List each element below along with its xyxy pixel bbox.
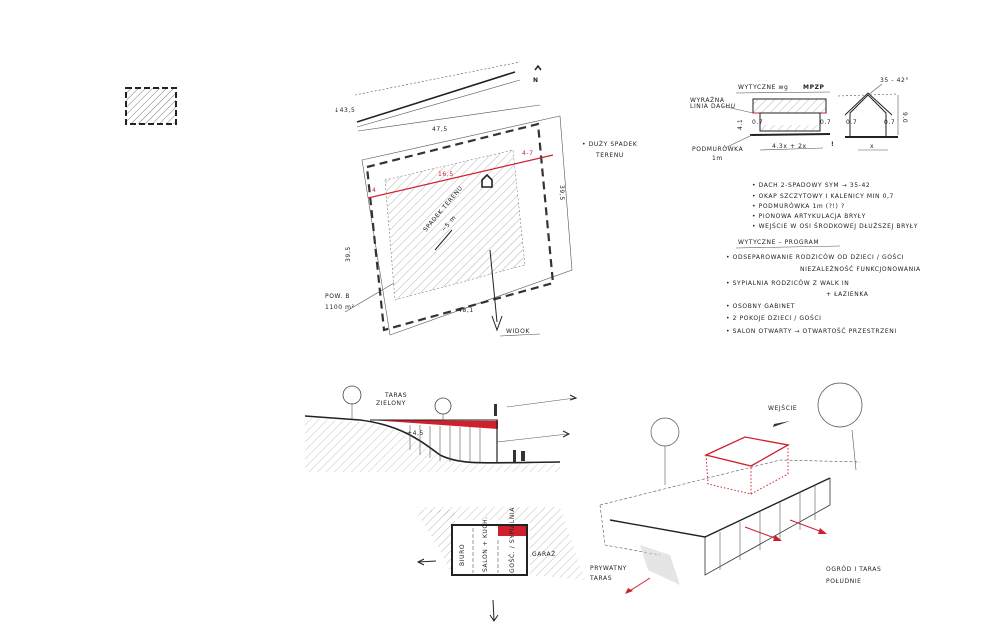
north-arrow-icon xyxy=(534,64,542,71)
plinth-label: PODMURÓWKA xyxy=(692,146,744,153)
garage-label: GARAŻ xyxy=(532,551,556,558)
guidelines-title-mpzp: MPZP xyxy=(803,84,825,91)
section-dimension: +4,5 xyxy=(407,430,424,437)
floor-plan-diagram: BIURO SALON + KUCH. GOŚĆ. / SYPIALNIA GA… xyxy=(415,507,585,622)
private-terrace-label-2: TARAS xyxy=(589,575,612,582)
program-item: • ODSEPAROWANIE RODZICÓW OD DZIECI / GOŚ… xyxy=(726,254,904,261)
exclaim-mark: ! xyxy=(831,141,834,148)
roof-line-label: WYRAŹNA xyxy=(690,96,725,104)
site-section: TARAS ZIELONY +4,5 xyxy=(304,385,578,472)
person-icon xyxy=(513,450,516,462)
site-boundary xyxy=(365,122,555,332)
site-plan: ↓43,5 N 47,5 39,5 39,5 48,1 4 16,5 4-7 S… xyxy=(325,61,638,337)
buildable-width: 16,5 xyxy=(438,171,454,178)
north-label: N xyxy=(533,77,539,84)
entrance-label: WEJŚCIE xyxy=(768,405,797,412)
total-height: 9.0 xyxy=(901,112,908,123)
road-line xyxy=(356,71,516,123)
roof-angle: 35 - 42° xyxy=(880,77,909,84)
bullet-item: • PODMURÓWKA 1m (?!) ? xyxy=(752,203,845,210)
program-item: • 2 POKOJE DZIECI / GOŚCI xyxy=(726,315,822,322)
bullet-item: • PIONOWA ARTYKULACJA BRYŁY xyxy=(752,213,866,220)
program-item: NIEZALEŻNOŚĆ FUNKCJONOWANIA xyxy=(800,266,921,273)
area-label: POW. B xyxy=(325,293,350,300)
person-icon xyxy=(521,451,525,461)
eave-right: 0.7 xyxy=(820,119,831,126)
bullet-item: • WEJŚCIE W OSI ŚRODKOWEJ DŁUŻSZEJ BRYŁY xyxy=(752,223,918,230)
top-dimension: 47,5 xyxy=(432,126,448,133)
legend-hatch-swatch xyxy=(125,87,177,125)
program-guidelines: WYTYCZNE – PROGRAM • ODSEPAROWANIE RODZI… xyxy=(726,239,921,335)
room-label: SALON + KUCH. xyxy=(482,516,489,572)
program-item: • SYPIALNIA RODZICÓW Z WALK IN xyxy=(726,280,849,287)
tree-icon xyxy=(817,382,863,428)
garden-terrace-label: OGRÓD I TARAS xyxy=(826,566,881,573)
green-terrace-label: TARAS xyxy=(384,392,407,399)
bullet-item: • DACH 2-SPADOWY SYM → 35-42 xyxy=(752,182,870,189)
tree-icon xyxy=(342,385,362,405)
slope-arrow-icon xyxy=(434,229,453,251)
highlight-room xyxy=(498,526,526,536)
left-dimension: 39,5 xyxy=(345,246,352,262)
program-item: + ŁAZIENKA xyxy=(826,291,869,298)
gable-eave-left: 0.7 xyxy=(846,119,857,126)
guidelines-bullets: • DACH 2-SPADOWY SYM → 35-42 • OKAP SZCZ… xyxy=(752,182,918,230)
roof-line-label-2: LINIA DACHU xyxy=(690,103,736,110)
bullet-item: • OKAP SZCZYTOWY I KALENICY MIN 0,7 xyxy=(752,193,894,200)
program-item: • SALON OTWARTY → OTWARTOŚĆ PRZESTRZENI xyxy=(726,328,897,335)
guidelines-title: WYTYCZNE wg xyxy=(738,84,788,91)
area-value: 1100 m² xyxy=(325,304,355,311)
view-label: WIDOK xyxy=(506,328,530,335)
height-dimension: 4.1 xyxy=(737,119,744,130)
right-dimension: 39,5 xyxy=(558,185,565,201)
green-terrace-label-2: ZIELONY xyxy=(376,400,406,407)
arrow-icon xyxy=(489,614,499,622)
person-icon xyxy=(494,404,497,416)
setback-right: 4-7 xyxy=(522,150,534,157)
roof-elevation xyxy=(752,98,827,114)
zoning-guidelines: WYTYCZNE wg MPZP WYRAŹNA LINIA DACHU POD… xyxy=(690,77,918,230)
tree-icon xyxy=(434,397,452,415)
green-roof xyxy=(370,420,498,429)
gable-elevation xyxy=(844,92,893,137)
buildable-area xyxy=(384,149,526,301)
building-line xyxy=(367,154,554,199)
roof-opening xyxy=(704,436,790,467)
gable-width: x xyxy=(870,143,874,150)
width-dimension: 4.3x + 2x xyxy=(772,143,807,150)
gable-eave-right: 0.7 xyxy=(884,119,895,126)
program-title: WYTYCZNE – PROGRAM xyxy=(738,239,819,246)
steep-slope-note: • DUŻY SPADEK xyxy=(582,141,638,148)
program-item: • OSOBNY GABINET xyxy=(726,303,795,310)
room-label: GOŚĆ. / SYPIALNIA xyxy=(509,507,516,573)
perspective-sketch: WEJŚCIE PRYWATNY TARAS OGRÓD I TARAS POŁ… xyxy=(589,382,881,594)
eave-left: 0.7 xyxy=(752,119,763,126)
road-level-label: ↓43,5 xyxy=(334,107,355,114)
entrance-arrow-icon xyxy=(773,421,790,427)
bottom-dimension: 48,1 xyxy=(458,307,474,314)
setback-left: 4 xyxy=(372,187,376,194)
plinth-value: 1m xyxy=(712,155,723,162)
house-icon xyxy=(481,173,493,188)
arrow-icon xyxy=(416,558,425,566)
view-arrow-icon xyxy=(491,315,503,332)
steep-slope-note-2: TERENU xyxy=(595,152,624,159)
tree-icon xyxy=(650,417,680,447)
garden-terrace-label-2: POŁUDNIE xyxy=(826,578,862,585)
private-terrace-label: PRYWATNY xyxy=(590,565,627,572)
room-label: BIURO xyxy=(459,544,466,566)
